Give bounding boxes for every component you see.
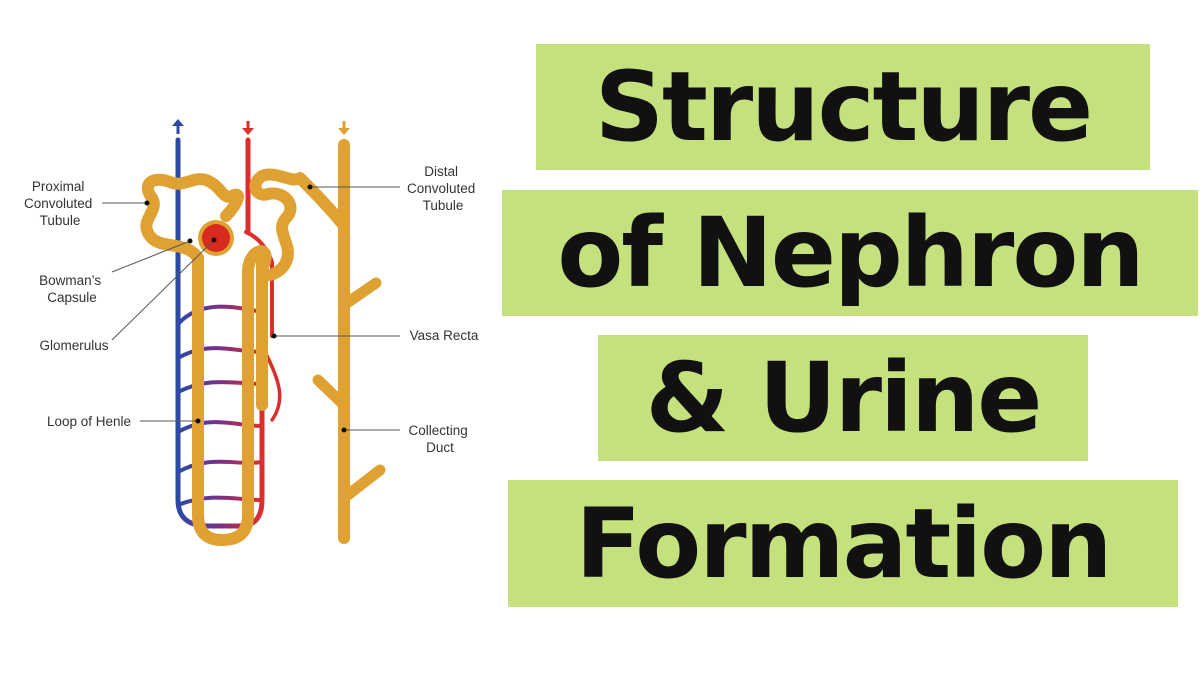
label-proximal-convoluted-tubule: Proximal Convoluted Tubule bbox=[24, 179, 96, 228]
label-loop-of-henle: Loop of Henle bbox=[47, 414, 131, 429]
arrow-down-icon bbox=[242, 121, 254, 135]
label-vasa-recta: Vasa Recta bbox=[410, 328, 479, 343]
label-distal-convoluted-tubule: Distal Convoluted Tubule bbox=[407, 164, 479, 213]
label-glomerulus: Glomerulus bbox=[39, 338, 108, 353]
label-bowmans-capsule: Bowman’s Capsule bbox=[39, 273, 105, 305]
label-collecting-duct: Collecting Duct bbox=[408, 423, 471, 455]
leader-lines bbox=[102, 186, 400, 431]
leader-dots bbox=[144, 184, 347, 433]
title-line-1: Structure bbox=[536, 44, 1150, 170]
nephron-diagram: Proximal Convoluted Tubule Bowman’s Caps… bbox=[24, 119, 479, 546]
title-line-2: of Nephron bbox=[502, 190, 1198, 316]
arrow-down-icon bbox=[338, 121, 350, 135]
vasa-recta bbox=[175, 137, 282, 529]
arrow-up-icon bbox=[172, 119, 184, 134]
nephron-tubule bbox=[140, 168, 350, 546]
collecting-duct bbox=[312, 139, 386, 544]
title-line-4: Formation bbox=[508, 480, 1178, 607]
title-line-3: & Urine bbox=[598, 335, 1088, 461]
